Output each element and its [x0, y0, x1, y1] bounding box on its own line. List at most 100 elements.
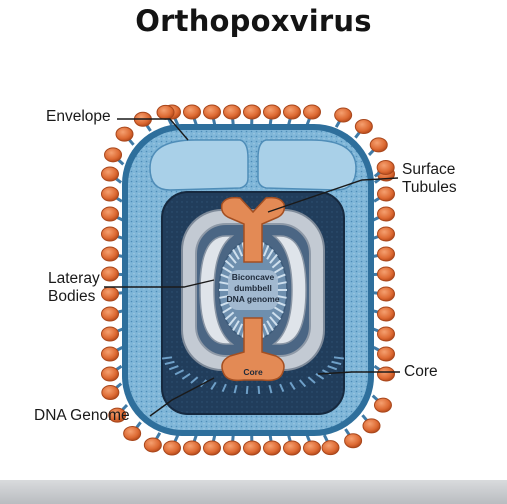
spike-knob: [362, 418, 381, 434]
spike-knob: [101, 166, 119, 182]
biconcave-label-3: DNA genome: [226, 294, 279, 304]
dna-fringe-strand: [262, 245, 270, 257]
dna-fringe-strand: [236, 323, 244, 335]
spike-knob: [101, 326, 119, 342]
leader-dna-genome: [149, 377, 215, 417]
leader-lines: [104, 118, 400, 417]
label-lateral-line2: Bodies: [48, 288, 96, 305]
dna-fringe-strand: [236, 245, 244, 257]
envelope-top-lobes: [149, 139, 357, 191]
spike-knob: [156, 104, 175, 120]
core-bottom: [221, 317, 285, 382]
spike-knob: [223, 440, 241, 456]
dna-fringe-strand: [224, 259, 235, 269]
spike-knob: [263, 104, 281, 120]
bottom-bar: [0, 480, 507, 504]
core-fringe: [162, 356, 344, 394]
core-fringe-strand: [289, 381, 296, 390]
spike-knob: [334, 107, 353, 123]
spike-knob: [101, 186, 119, 202]
spike-knob: [377, 286, 395, 302]
label-surface-tubules: Surface Tubules: [402, 161, 457, 197]
label-dna-genome: DNA Genome: [34, 407, 130, 424]
core-fringe-strand: [279, 383, 285, 393]
core-fringe-strand: [331, 360, 342, 366]
spike-knob: [101, 206, 119, 222]
spike-knob: [101, 226, 119, 242]
spike-knob: [101, 366, 119, 382]
core-fringe-strand: [298, 379, 307, 388]
spike-knob: [101, 346, 119, 362]
spike-knob: [101, 246, 119, 262]
surface-spikes: [101, 104, 395, 456]
spike-knob: [108, 407, 127, 423]
leader-core: [317, 371, 400, 375]
dna-fringe-strand: [232, 320, 240, 331]
core-fringe-strand: [245, 385, 249, 394]
dna-fringe-strand: [269, 316, 278, 326]
label-surface-line2: Tubules: [402, 179, 457, 196]
dna-fringe-strand: [271, 311, 282, 321]
core-fringe-strand: [257, 385, 261, 394]
dna-fringe-strand: [271, 259, 282, 269]
core-fringe-strand: [233, 385, 238, 394]
label-lateral-line1: Lateray: [48, 270, 100, 287]
spike-knob: [377, 366, 395, 382]
spike-knob: [377, 206, 395, 222]
lateral-body-right: [271, 235, 307, 345]
spike-knob: [243, 440, 261, 456]
spike-knob: [377, 326, 395, 342]
spike-knob: [101, 306, 119, 322]
dna-fringe-strand: [266, 249, 274, 260]
spike-knob: [183, 440, 201, 456]
lateral-body-left: [199, 235, 235, 345]
spike-knob: [377, 346, 395, 362]
dna-fringe-strand: [273, 266, 284, 274]
spike-knob: [377, 246, 395, 262]
label-envelope: Envelope: [46, 108, 111, 125]
spike-knob: [101, 384, 120, 400]
spike-knob: [263, 440, 281, 456]
spike-knob: [223, 104, 241, 120]
spike-knob: [303, 440, 321, 456]
spike-knob: [143, 437, 162, 453]
diagram-title: Orthopoxvirus: [135, 4, 372, 38]
spike-knob: [203, 104, 221, 120]
spike-knob: [104, 147, 123, 163]
spike-knob: [101, 286, 119, 302]
spike-knob: [354, 119, 373, 135]
spike-knob: [321, 440, 340, 456]
core-fringe-strand: [221, 383, 227, 393]
core-fringe-strand: [168, 365, 179, 371]
core-fringe-strand: [268, 385, 273, 394]
core-fringe-strand: [307, 376, 316, 384]
core-fringe-strand: [333, 356, 344, 360]
spike-knob: [203, 440, 221, 456]
spike-knob: [376, 160, 395, 176]
spike-knob: [377, 186, 395, 202]
dna-fringe-strand: [224, 311, 235, 321]
dna-fringe-strand: [228, 254, 237, 264]
dna-fringe-strand: [269, 254, 278, 264]
biconcave-label-2: dumbbell: [234, 283, 272, 293]
spike-knob: [283, 440, 301, 456]
dna-fringe-strand: [262, 323, 270, 335]
leader-lateral-bodies: [104, 279, 215, 288]
spike-knob: [377, 306, 395, 322]
spike-knob: [183, 104, 201, 120]
dna-fringe-strand: [276, 294, 287, 299]
core-fringe-strand: [327, 365, 338, 371]
spike-knob: [123, 425, 142, 441]
label-surface-line1: Surface: [402, 161, 456, 178]
label-core: Core: [404, 363, 438, 380]
dna-fringe-strand: [273, 306, 284, 314]
spike-knob: [243, 104, 261, 120]
dna-fringe-strand: [232, 249, 240, 260]
spike-knob: [344, 433, 363, 449]
dna-fringe-strand: [219, 281, 230, 286]
core-inner-label: Core: [243, 367, 263, 377]
spike-knob: [377, 266, 395, 282]
core-fringe-strand: [190, 376, 199, 384]
